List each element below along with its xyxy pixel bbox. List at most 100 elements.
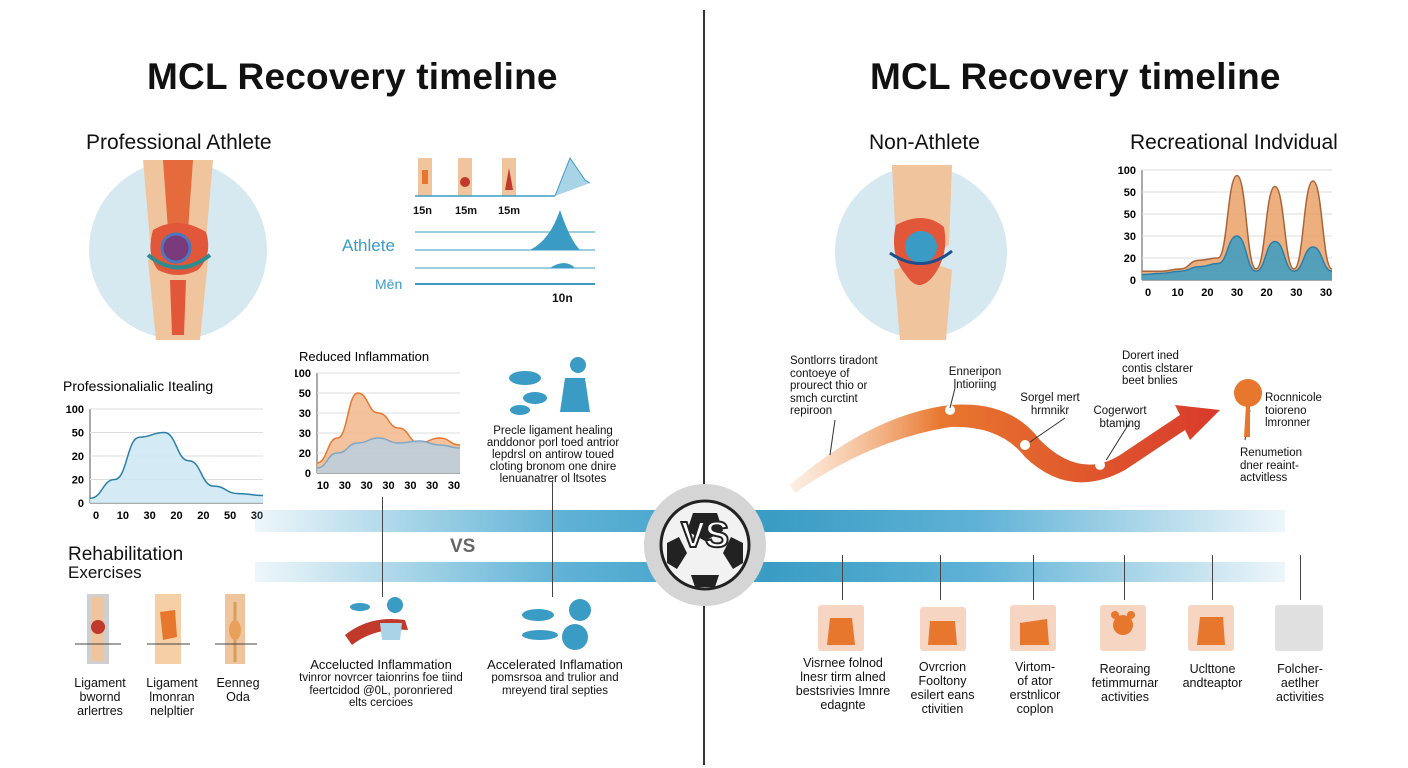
legend-men: Mēn <box>375 276 403 292</box>
ligament-healing-icon <box>509 357 590 415</box>
step-caption-3: Virtom- of ator erstnlicor coplon <box>1009 660 1061 716</box>
mini-label-1: 15n <box>413 205 432 217</box>
x-tick-label: 20 <box>1201 287 1213 299</box>
x-tick-label: 30 <box>382 480 394 492</box>
y-tick-label: 0 <box>1130 275 1136 287</box>
curve-note-5: Dorert ined contis clstarer beet bnlies <box>1122 350 1193 387</box>
x-tick-label: 30 <box>361 480 373 492</box>
x-tick-label: 10 <box>317 480 329 492</box>
exercise-label-1: Ligament bwornd arlertres <box>74 676 126 718</box>
series-area <box>1142 175 1332 280</box>
connector-line <box>552 480 553 597</box>
x-tick-label: 0 <box>93 510 99 522</box>
center-divider <box>703 10 705 765</box>
x-tick-label: 0 <box>1145 287 1151 299</box>
y-tick-label: 30 <box>299 408 311 420</box>
x-tick-label: 30 <box>1320 287 1332 299</box>
y-tick-label: 30 <box>299 428 311 440</box>
mid-caption-2-title: Accelerated Inflamation <box>487 657 623 672</box>
x-tick-label: 30 <box>404 480 416 492</box>
step-caption-1: Visrnee folnod lnesr tirm alned bestsriv… <box>795 656 891 712</box>
x-tick-label: 30 <box>1290 287 1302 299</box>
x-tick-label: 10 <box>117 510 129 522</box>
y-tick-label: 20 <box>1124 253 1136 265</box>
step-caption-5: Uclttone andteaptor <box>1182 662 1243 690</box>
y-tick-label: 100 <box>66 404 84 416</box>
mini-label-2: 15m <box>455 205 478 217</box>
chart-title: Professionalialic Itealing <box>63 378 213 394</box>
curve-note-2: Enneripon lntioriing <box>948 366 1002 391</box>
right-subtitle-2: Recreational Indvidual <box>1130 131 1338 154</box>
knee-illustration-athlete <box>89 160 267 340</box>
curve-note-3: Sorgel mert hrmnikr <box>1020 392 1080 417</box>
x-tick-label: 50 <box>224 510 236 522</box>
y-tick-label: 20 <box>72 475 84 487</box>
exercise-label-3: Eenneg Oda <box>216 676 260 704</box>
mid-caption-1-title: Accelucted Inflammation <box>310 657 452 672</box>
x-tick-label: 30 <box>426 480 438 492</box>
vs-soccer-ball-icon <box>644 484 766 606</box>
knee-illustration-non-athlete <box>835 165 1007 340</box>
comparison-band-top <box>255 510 1285 532</box>
curve-note-1: Sontlorrs tiradont contoeye of prourect … <box>790 355 878 417</box>
series-line <box>1141 235 1333 276</box>
ligament-caption: Precle ligament healing anddonor porl to… <box>486 425 620 485</box>
x-tick-label: 30 <box>1231 287 1243 299</box>
vs-small-label: VS <box>450 536 476 557</box>
y-tick-label: 20 <box>72 451 84 463</box>
series-area <box>317 438 460 473</box>
series-line <box>316 437 461 469</box>
right-title: MCL Recovery timeline <box>870 56 1281 97</box>
curve-note-6: Rocnnicole toioreno lmronner <box>1265 392 1322 429</box>
series-line <box>89 431 264 500</box>
step-caption-2: Ovrcrion Fooltony esilert eans ctivitien <box>910 660 975 716</box>
y-tick-label: 50 <box>299 388 311 400</box>
curve-note-4: Cogerwort btaming <box>1093 405 1147 430</box>
x-tick-label: 10 <box>1172 287 1184 299</box>
x-tick-label: 30 <box>144 510 156 522</box>
x-tick-label: 20 <box>1261 287 1273 299</box>
connector-line <box>1212 555 1213 600</box>
activity-step-icons <box>818 605 1323 651</box>
step-caption-4: Reoraing fetimmurnar activities <box>1091 662 1159 704</box>
rehab-title: Rehabilitation <box>68 544 184 565</box>
return-note: Renumetion dner reaint- actvitless <box>1240 447 1303 484</box>
x-tick-label: 20 <box>170 510 182 522</box>
mini-label-3: 15m <box>498 205 521 217</box>
y-tick-label: 50 <box>1124 187 1136 199</box>
connector-line <box>842 555 843 600</box>
x-tick-label: 20 <box>197 510 209 522</box>
y-tick-label: 0 <box>305 468 311 480</box>
connector-line <box>1124 555 1125 600</box>
chart-title: Reduced Inflammation <box>299 349 429 364</box>
series-line <box>316 392 461 464</box>
x-tick-label: 30 <box>339 480 351 492</box>
legend-athlete: Athlete <box>342 236 395 255</box>
y-tick-label: 20 <box>299 448 311 460</box>
y-tick-label: 50 <box>72 428 84 440</box>
connector-line <box>1300 555 1301 600</box>
series-line <box>1142 174 1333 272</box>
recovery-curve-arrow <box>790 404 1220 493</box>
rehab-title-2: Exercises <box>68 563 142 582</box>
connector-line <box>1033 555 1034 600</box>
right-subtitle-1: Non-Athlete <box>869 131 980 154</box>
accelerated-inflammation-icon <box>522 599 591 650</box>
exercise-label-2: Ligament lmonran nelpltier <box>146 676 198 718</box>
time-label: 10n <box>552 291 573 305</box>
connector-line <box>940 555 941 600</box>
step-caption-6: Folcher- aetlher activities <box>1276 662 1324 704</box>
y-tick-label: 50 <box>1124 209 1136 221</box>
y-tick-label: 100 <box>1118 165 1136 177</box>
mid-caption-1-text: tvinror novrcer taionrins foe tiind feer… <box>299 672 463 709</box>
left-title: MCL Recovery timeline <box>147 56 558 97</box>
connector-line <box>382 497 383 597</box>
inflammation-icon <box>345 597 408 645</box>
series-area <box>90 432 263 503</box>
exercise-illustrations <box>75 594 257 664</box>
vs-label: VS <box>680 513 730 556</box>
mid-caption-2-text: pomsrsoa and trulior and mreyend tiral s… <box>491 672 619 697</box>
y-tick-label: 0 <box>78 498 84 510</box>
